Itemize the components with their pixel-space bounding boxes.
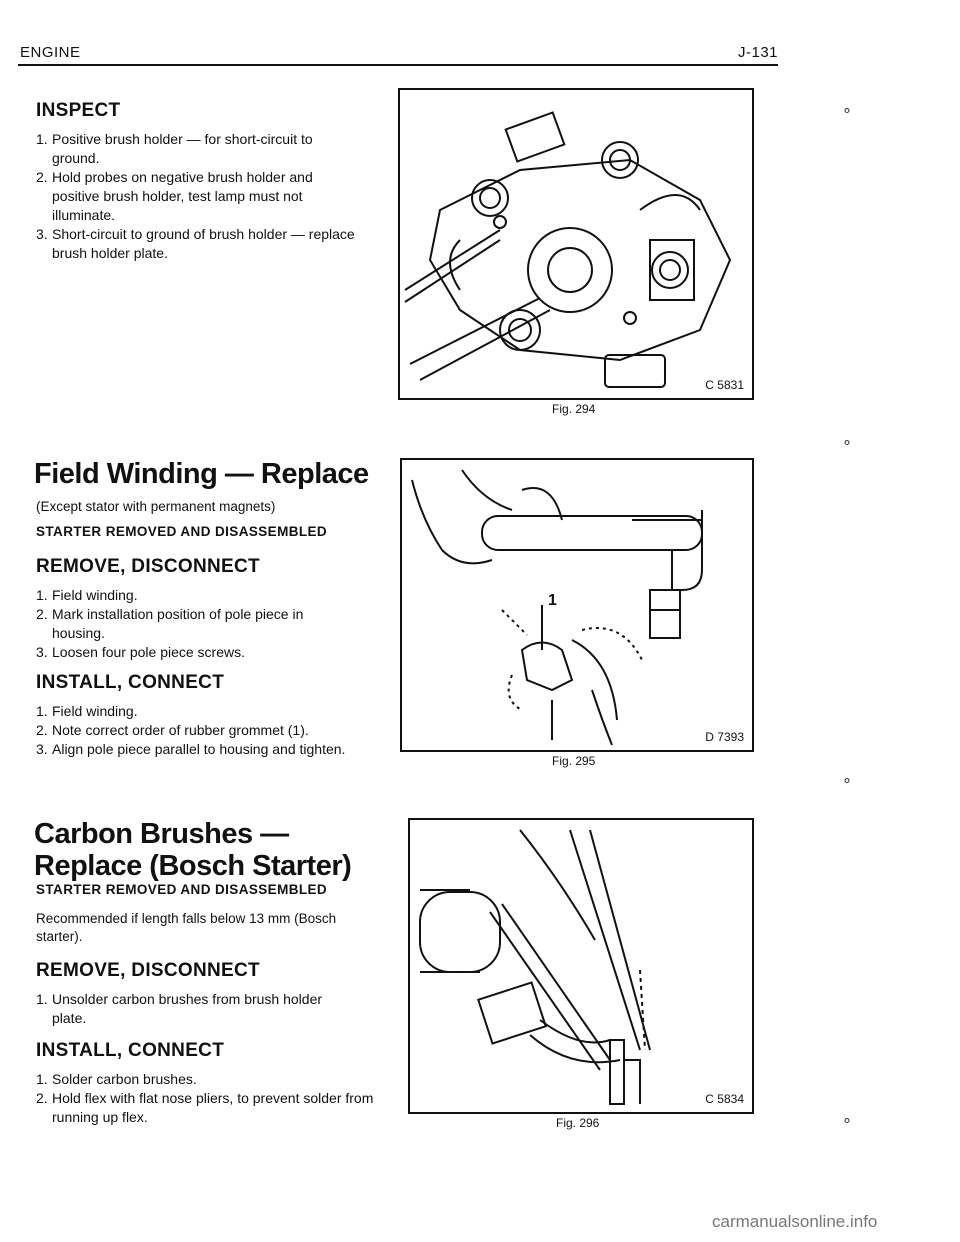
carbon-install-list: 1.Solder carbon brushes. 2.Hold flex wit…	[36, 1070, 376, 1127]
running-header-section: ENGINE	[20, 44, 81, 61]
margin-check-mark: ∘	[842, 1112, 853, 1129]
list-item: 2.Note correct order of rubber grommet (…	[36, 722, 309, 738]
header-rule	[18, 64, 778, 66]
callout-grommet: 1	[548, 592, 557, 609]
field-remove-list: 1.Field winding. 2.Mark installation pos…	[36, 586, 336, 662]
inspect-heading: INSPECT	[36, 100, 121, 121]
list-item: 2.Hold probes on negative brush holder a…	[36, 169, 313, 223]
carbon-remove-heading: REMOVE, DISCONNECT	[36, 960, 260, 981]
list-item: 1.Solder carbon brushes.	[36, 1071, 197, 1087]
watermark: carmanualsonline.info	[712, 1212, 878, 1231]
margin-check-mark: ∘	[842, 102, 853, 119]
figure-code: C 5831	[705, 378, 744, 392]
figure-294-caption: Fig. 294	[552, 402, 596, 416]
carbon-brushes-note: Recommended if length falls below 13 mm …	[36, 911, 337, 944]
figure-code: C 5834	[705, 1092, 744, 1106]
field-install-heading: INSTALL, CONNECT	[36, 672, 225, 693]
carbon-install-heading: INSTALL, CONNECT	[36, 1040, 225, 1061]
carbon-remove-list: 1.Unsolder carbon brushes from brush hol…	[36, 990, 356, 1028]
figure-296-pliers-illustration: C 5834	[408, 818, 754, 1114]
field-install-list: 1.Field winding. 2.Note correct order of…	[36, 702, 376, 759]
inspect-list: 1.Positive brush holder — for short-circ…	[36, 130, 364, 263]
figure-296-caption: Fig. 296	[556, 1116, 600, 1130]
page-number: J-131	[738, 44, 779, 61]
list-item: 2.Hold flex with flat nose pliers, to pr…	[36, 1090, 374, 1125]
figure-295-pole-piece-illustration: 1 D 7393	[400, 458, 754, 752]
figure-295-caption: Fig. 295	[552, 754, 596, 768]
list-item: 1.Positive brush holder — for short-circ…	[36, 131, 313, 166]
figure-294-brush-holder-illustration: C 5831	[398, 88, 754, 400]
list-item: 1.Unsolder carbon brushes from brush hol…	[36, 991, 323, 1026]
field-remove-heading: REMOVE, DISCONNECT	[36, 556, 260, 577]
list-item: 3.Align pole piece parallel to housing a…	[36, 741, 346, 757]
list-item: 3.Short-circuit to ground of brush holde…	[36, 226, 355, 261]
carbon-brushes-heading-line1: Carbon Brushes —	[34, 818, 289, 850]
carbon-brushes-heading-line2: Replace (Bosch Starter)	[34, 850, 352, 882]
figure-code: D 7393	[705, 730, 744, 744]
margin-check-mark: ∘	[842, 772, 853, 789]
field-winding-heading: Field Winding — Replace	[34, 458, 369, 490]
list-item: 1.Field winding.	[36, 587, 138, 603]
margin-check-mark: ∘	[842, 434, 853, 451]
field-winding-status: STARTER REMOVED AND DISASSEMBLED	[36, 524, 328, 539]
list-item: 2.Mark installation position of pole pie…	[36, 606, 304, 641]
carbon-brushes-status: STARTER REMOVED AND DISASSEMBLED	[36, 882, 328, 897]
field-winding-note: (Except stator with permanent magnets)	[36, 499, 276, 514]
list-item: 1.Field winding.	[36, 703, 138, 719]
list-item: 3.Loosen four pole piece screws.	[36, 644, 245, 660]
